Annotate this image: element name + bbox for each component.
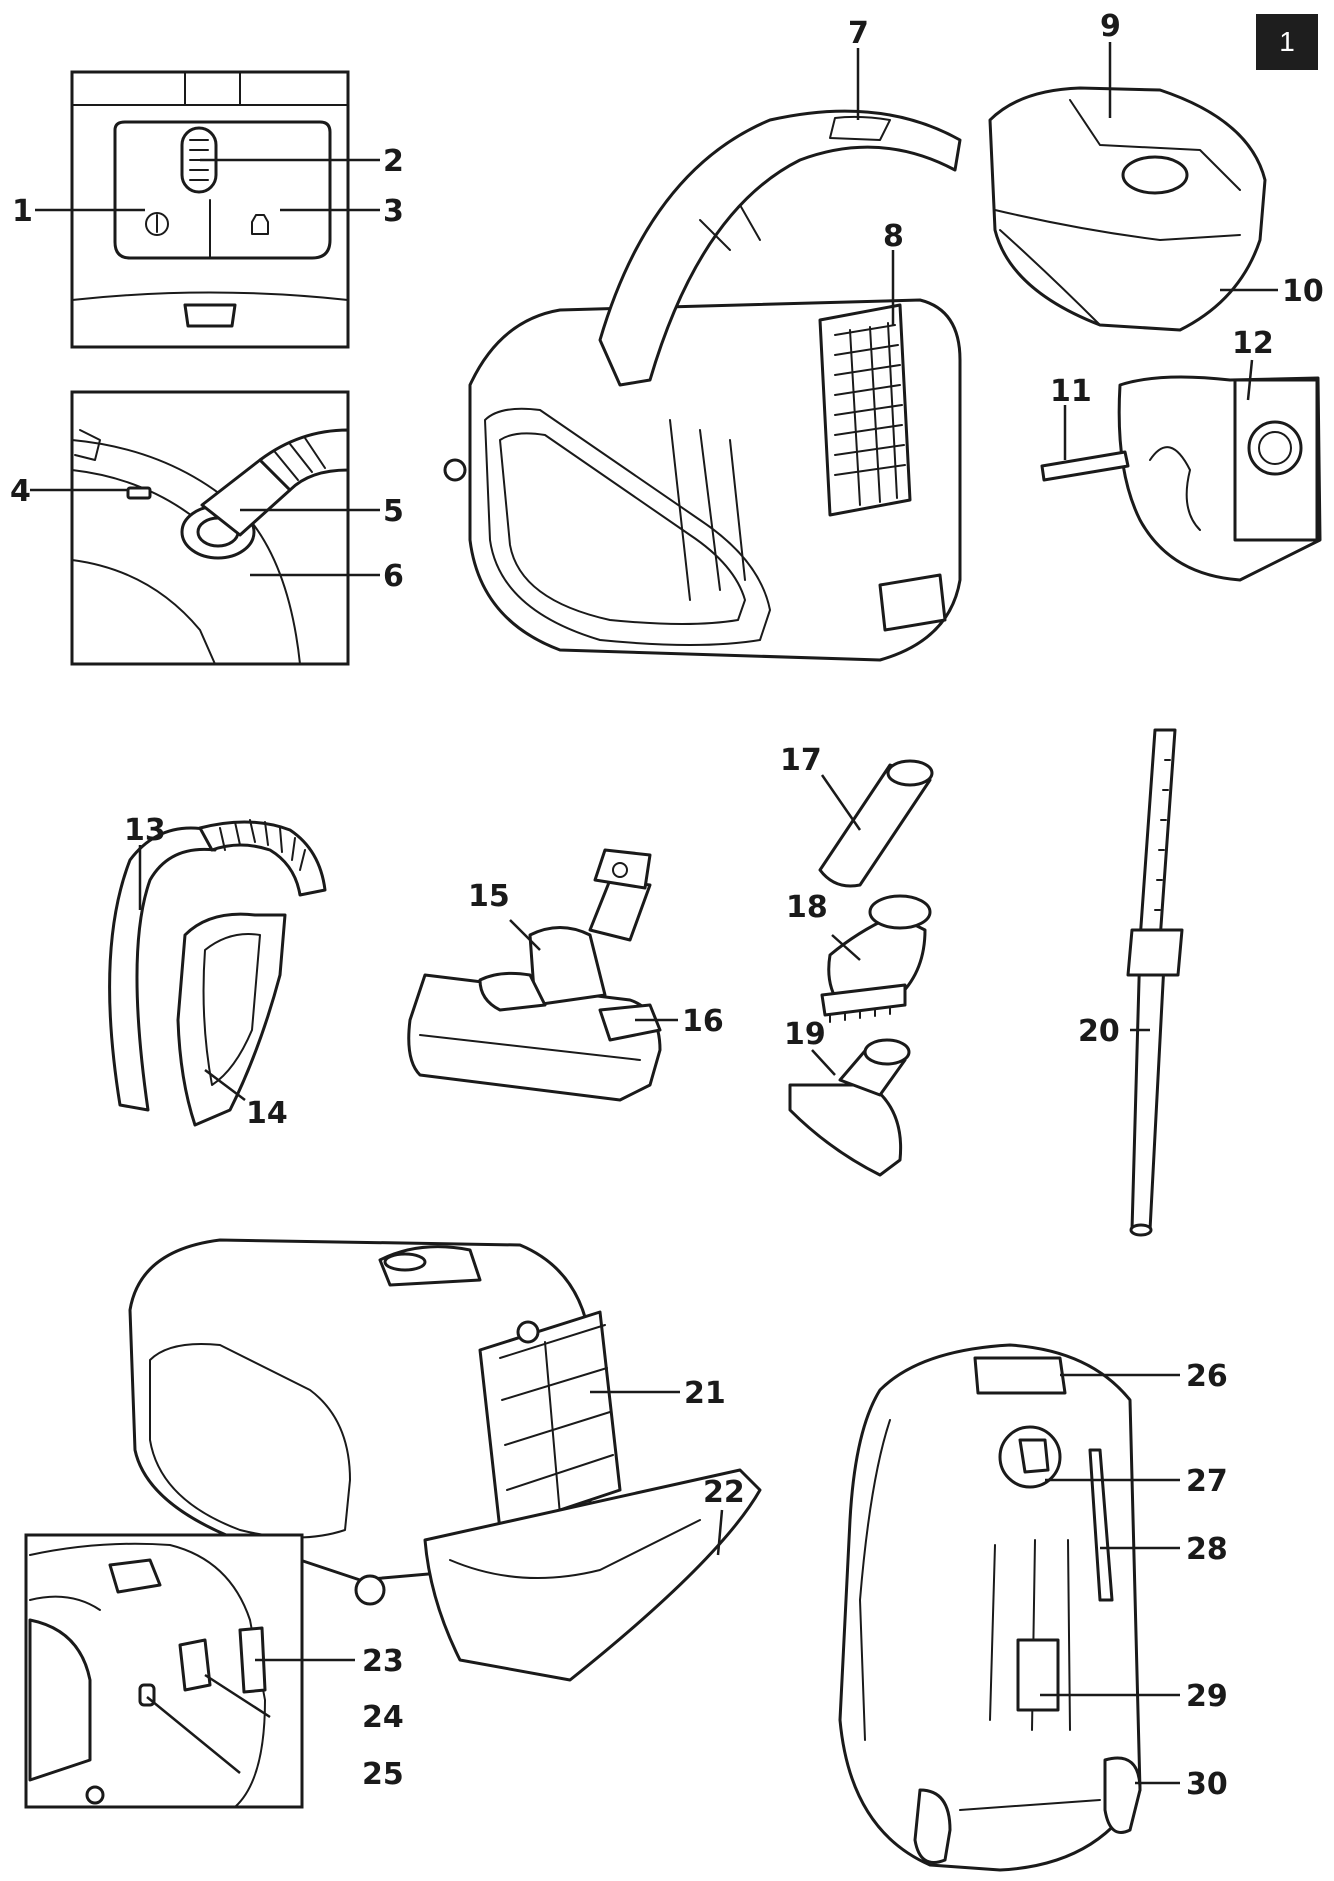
label-12: 12 [1232,326,1274,361]
label-2: 2 [383,144,404,179]
label-29: 29 [1186,1679,1228,1714]
dust-bag-holder [988,86,1267,332]
power-icon [145,212,169,236]
vacuum-exhaust-filter [128,1238,762,1682]
plug-icon [251,214,269,235]
label-9: 9 [1100,9,1121,44]
label-3: 3 [383,194,404,229]
inset-hose-connection [70,390,350,666]
page-number-badge: 1 [1256,14,1318,70]
label-1: 1 [12,194,33,229]
label-17: 17 [780,743,822,778]
label-30: 30 [1186,1767,1228,1802]
paper-dust-bag [1040,375,1322,582]
label-26: 26 [1186,1359,1228,1394]
hose-and-holder [108,819,327,1127]
label-6: 6 [383,559,404,594]
label-7: 7 [848,16,869,51]
label-14: 14 [246,1096,288,1131]
vacuum-body-open [443,109,962,662]
upholstery-nozzle [788,1038,911,1177]
telescopic-tube [1126,728,1184,1237]
floor-nozzle [407,848,662,1102]
label-5: 5 [383,494,404,529]
vacuum-upright-back [838,1343,1142,1872]
label-28: 28 [1186,1532,1228,1567]
label-24: 24 [362,1700,404,1735]
label-13: 13 [124,813,166,848]
label-25: 25 [362,1757,404,1792]
label-16: 16 [682,1004,724,1039]
label-4: 4 [10,474,31,509]
leader-lines [30,42,1278,1785]
crevice-tool [818,759,934,888]
label-15: 15 [468,879,510,914]
label-21: 21 [684,1376,726,1411]
label-10: 10 [1282,274,1324,309]
label-11: 11 [1050,374,1092,409]
inset-side-controls [24,1533,304,1809]
label-23: 23 [362,1644,404,1679]
label-20: 20 [1078,1014,1120,1049]
label-18: 18 [786,890,828,925]
dusting-brush [820,894,932,1023]
part-labels: 1 2 3 4 5 6 7 8 9 10 11 12 13 14 15 16 1… [10,9,1324,1802]
label-22: 22 [703,1475,745,1510]
label-27: 27 [1186,1464,1228,1499]
label-8: 8 [883,219,904,254]
label-19: 19 [784,1017,826,1052]
